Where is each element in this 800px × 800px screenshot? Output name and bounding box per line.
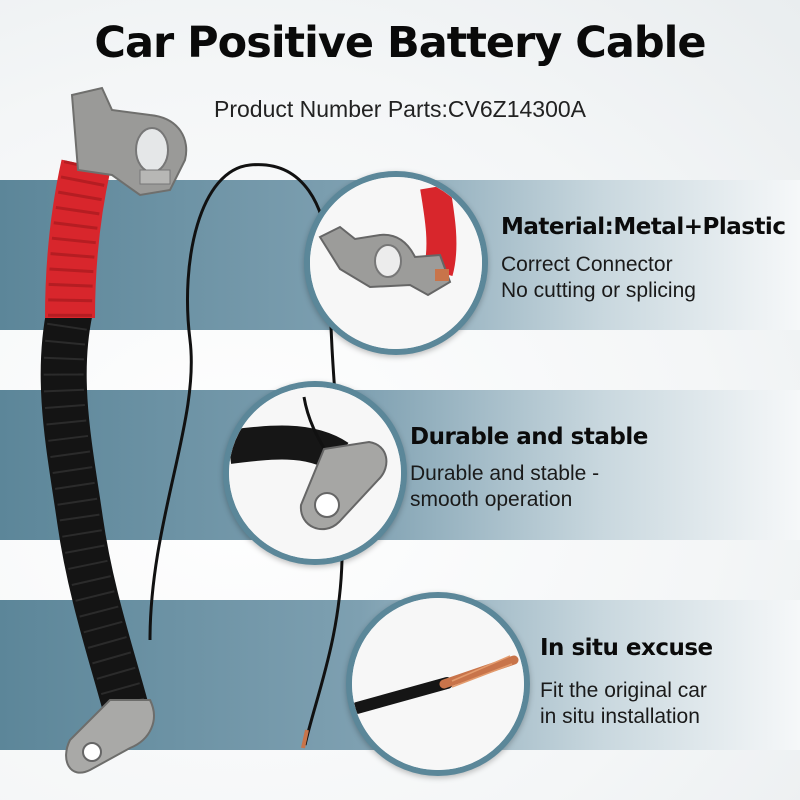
bottom-ring-terminal — [65, 699, 155, 774]
feature-3-line-1: Fit the original car — [540, 679, 707, 702]
feature-2-title: Durable and stable — [410, 424, 648, 450]
feature-2-image-circle — [223, 381, 407, 565]
battery-clamp — [70, 86, 188, 197]
copper-core-icon — [435, 269, 449, 281]
signal-wire-copper-tip — [301, 729, 309, 749]
feature-3-image-circle — [346, 592, 530, 776]
page-title: Car Positive Battery Cable — [94, 18, 706, 68]
cable-black-section — [40, 287, 148, 728]
feature-1-image-circle — [304, 171, 488, 355]
feature-1-title: Material:Metal+Plastic — [501, 214, 786, 240]
product-number: Product Number Parts:CV6Z14300A — [213, 96, 586, 122]
feature-2-line-2: smooth operation — [410, 488, 573, 511]
inset-wire-insulation — [352, 677, 453, 714]
feature-2-line-1: Durable and stable - — [410, 462, 600, 485]
feature-1-line-1: Correct Connector — [501, 253, 673, 276]
feature-3-line-2: in situ installation — [540, 705, 700, 728]
feature-3-title: In situ excuse — [540, 635, 713, 661]
feature-1-line-2: No cutting or splicing — [501, 279, 696, 302]
cable-red-wrap — [48, 160, 108, 319]
signal-wire — [148, 163, 344, 746]
